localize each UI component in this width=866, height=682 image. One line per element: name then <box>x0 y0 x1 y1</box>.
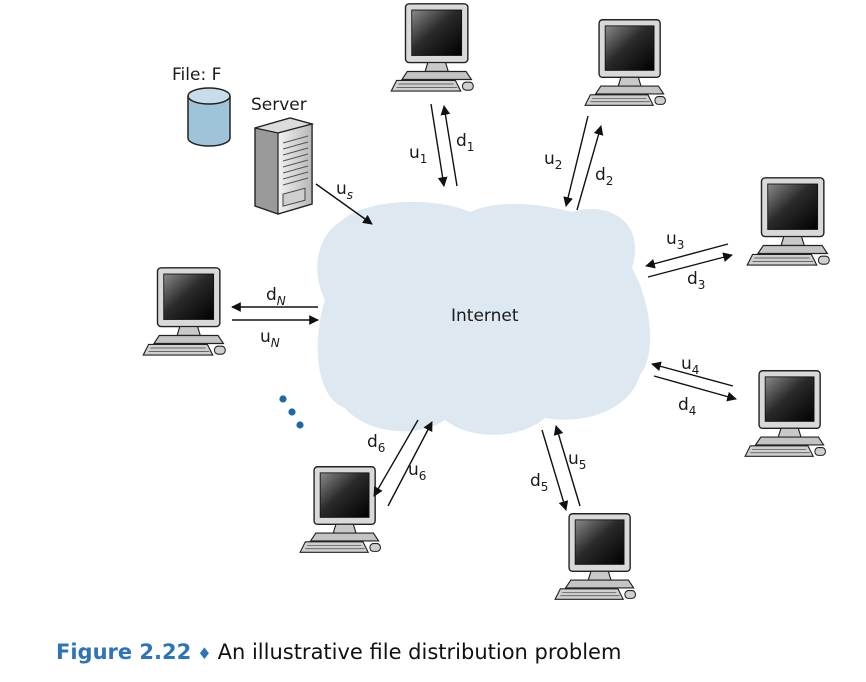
internet-cloud <box>317 201 651 435</box>
file-cylinder-icon <box>187 87 231 147</box>
label-u4: u4 <box>681 354 699 377</box>
peer-1-computer-icon <box>390 2 475 92</box>
label-u5: u5 <box>568 449 586 472</box>
caption-text: An illustrative file distribution proble… <box>217 640 622 664</box>
figure-number: Figure 2.22 <box>56 640 192 664</box>
caption-separator: ♦ <box>197 644 212 663</box>
peer-5-computer-icon <box>554 512 637 601</box>
label-d4: d4 <box>678 395 696 418</box>
label-u2: u2 <box>544 149 562 172</box>
upload-arrow-1 <box>430 103 448 187</box>
upload-arrow-2 <box>563 115 589 207</box>
label-d2: d2 <box>595 165 613 188</box>
label-d5: d5 <box>530 471 548 494</box>
peer-n-computer-icon <box>142 266 226 356</box>
download-arrow-5 <box>541 429 569 511</box>
label-u6: u6 <box>408 460 426 483</box>
file-label: File: F <box>172 65 221 85</box>
file-distribution-diagram: Internet File: F Server <box>142 2 831 601</box>
label-u3: u3 <box>666 229 684 252</box>
server-label: Server <box>251 95 307 115</box>
label-un: uN <box>260 327 280 350</box>
internet-label: Internet <box>451 306 519 326</box>
download-arrow-3 <box>647 252 733 278</box>
label-us: us <box>336 179 353 202</box>
label-d6: d6 <box>367 432 385 455</box>
label-dn: dN <box>266 285 286 308</box>
upload-arrow-6 <box>387 421 433 507</box>
figure-caption: Figure 2.22 ♦ An illustrative file distrib… <box>56 640 621 664</box>
label-d1: d1 <box>456 131 474 154</box>
upload-arrow-server <box>315 183 373 225</box>
peer-2-computer-icon <box>584 18 667 107</box>
download-arrow-6 <box>373 419 419 497</box>
upload-arrow-3 <box>645 243 729 269</box>
label-d3: d3 <box>687 269 705 292</box>
peer-4-computer-icon <box>744 369 827 458</box>
download-arrow-2 <box>576 125 604 211</box>
download-arrow-1 <box>440 105 458 187</box>
more-peers-ellipsis-icon <box>279 395 304 429</box>
upload-arrow-5 <box>553 425 581 507</box>
label-u1: u1 <box>409 143 427 166</box>
peer-3-computer-icon <box>746 176 831 266</box>
peer-6-computer-icon <box>299 465 382 554</box>
download-arrow-4 <box>653 375 737 402</box>
server-icon <box>254 117 315 215</box>
upload-arrow-4 <box>651 361 734 387</box>
